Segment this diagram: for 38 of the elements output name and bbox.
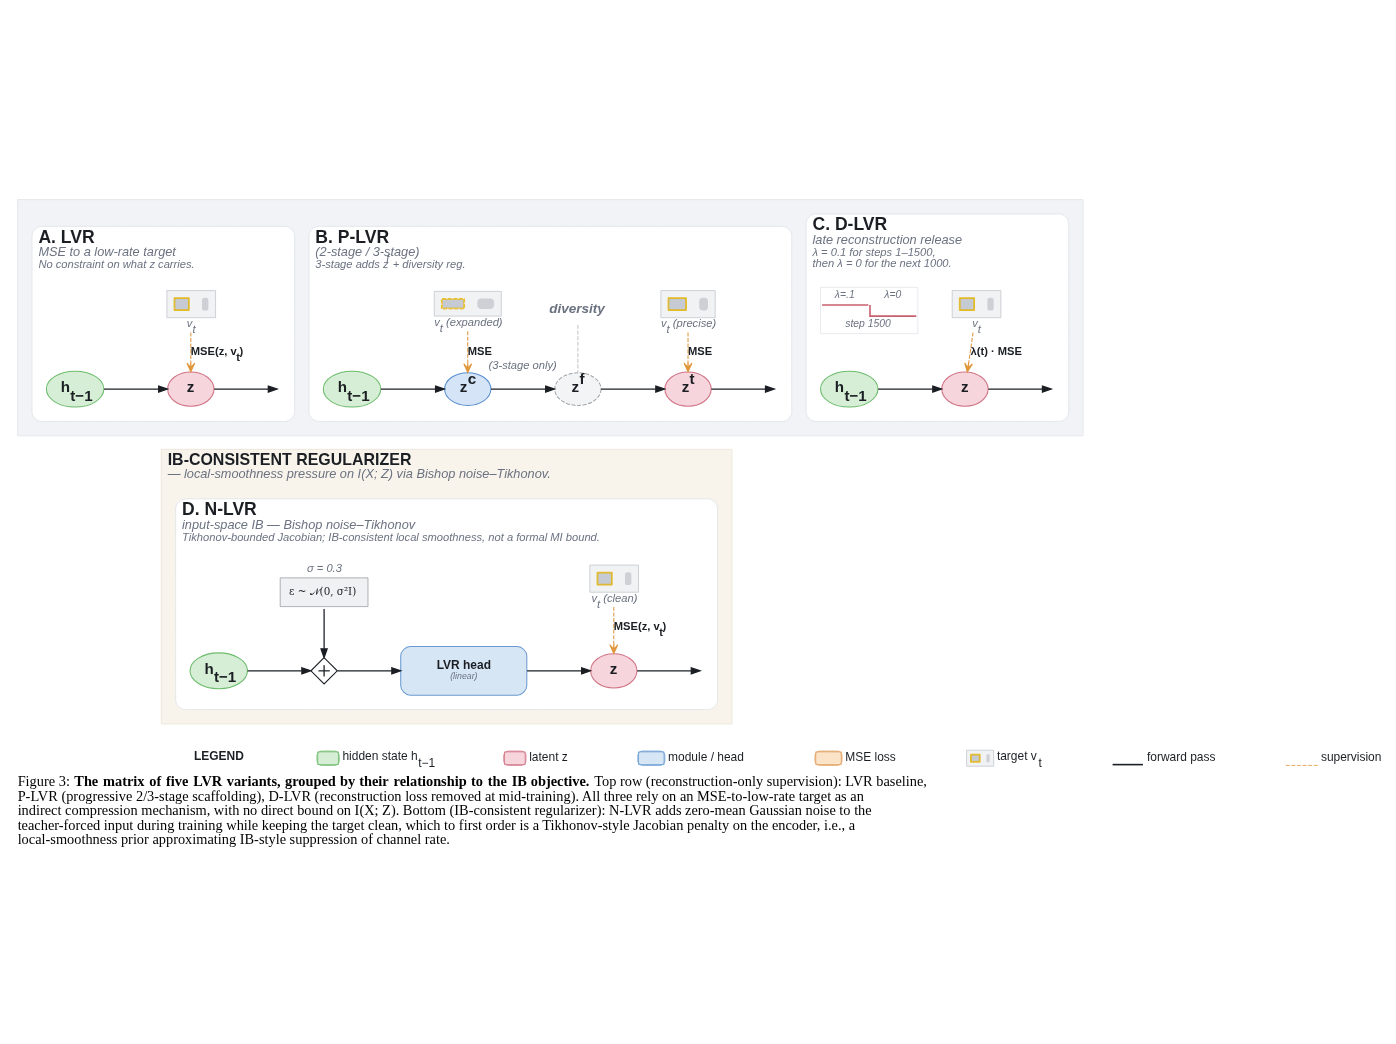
arrow	[186, 332, 196, 373]
node-label: (3-stage only)	[488, 358, 557, 371]
edge-label: MSE	[467, 344, 492, 357]
arrow	[636, 666, 702, 675]
arrow	[964, 332, 974, 373]
legend-label: MSE loss	[845, 750, 896, 765]
arrow	[103, 385, 170, 394]
arrow	[463, 330, 473, 374]
arrow	[609, 606, 619, 655]
arrow	[490, 385, 557, 394]
arrow	[213, 385, 280, 394]
connector	[577, 324, 579, 374]
node-ellipse: z	[941, 371, 989, 407]
legend-label: module / head	[668, 750, 744, 765]
cluster	[17, 199, 1084, 437]
arrow	[526, 666, 593, 675]
node-diamond	[310, 656, 339, 685]
node-label: σ = 0.3	[306, 561, 342, 574]
arrow	[336, 666, 403, 675]
edge-label: λ(t) · MSE	[970, 344, 1022, 357]
legend-label: forward pass	[1146, 750, 1216, 765]
node-ellipse: z	[590, 653, 638, 689]
edge-label: MSE	[688, 344, 713, 357]
arrow	[320, 608, 329, 660]
caption: Figure 3: The matrix of five LVR variants, grouped by their relationship to the IB objective. Top row (reconstruction-only supervision): LVR baseline, P-LVR (progressive 2/3-stage scaffolding), D-LVR (reconstruction loss removed at mid-training). All three rely on an MSE-to-low-rate target as an indirect compression mechanism, with no direct bound on I(X; Z). Bottom (IB-consistent regularizer): N-LVR adds zero-mean Gaussian noise to the teacher-forced input during training while keeping the target clean, which to first order is a Tikhonov-style Jacobian penalty on the encoder, i.e., a local-smoothness prior approximating IB-style suppression of channel rate.	[17, 773, 927, 847]
arrow	[600, 385, 667, 394]
label: LEGEND	[194, 749, 244, 764]
arrow	[683, 332, 693, 373]
legend-label: latent z	[529, 750, 568, 765]
arrow	[710, 385, 777, 394]
node-ellipse: z	[167, 371, 215, 407]
arrow	[877, 385, 944, 394]
arrow	[380, 385, 447, 394]
legend-label: supervision	[1320, 750, 1382, 765]
arrow	[246, 666, 313, 675]
node-box: LVR head (linear)	[400, 646, 528, 696]
node-text: diversity	[549, 300, 605, 316]
arrow	[987, 385, 1054, 394]
